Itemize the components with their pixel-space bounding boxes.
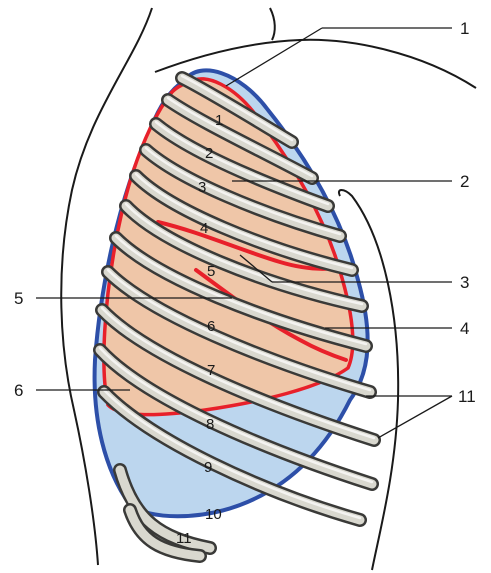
- leader-11-diag: [378, 396, 452, 438]
- rib-number-9: 9: [204, 459, 212, 476]
- callout-4: 4: [460, 319, 469, 338]
- rib-number-4: 4: [200, 220, 208, 237]
- callout-2: 2: [460, 172, 469, 191]
- rib-number-7: 7: [207, 362, 215, 379]
- rib-number-5: 5: [207, 263, 215, 280]
- rib-number-11: 11: [176, 530, 192, 547]
- callout-1: 1: [460, 19, 469, 38]
- rib-number-8: 8: [206, 416, 214, 433]
- rib-number-10: 10: [205, 506, 222, 523]
- callout-5: 5: [14, 289, 23, 308]
- rib-number-6: 6: [207, 318, 215, 335]
- callout-3: 3: [460, 273, 469, 292]
- rib-number-1: 1: [215, 112, 223, 129]
- callout-6: 6: [14, 381, 23, 400]
- neck-outline: [270, 8, 275, 40]
- rib-number-2: 2: [205, 145, 213, 162]
- rib-number-3: 3: [198, 179, 206, 196]
- callout-11: 11: [458, 387, 476, 406]
